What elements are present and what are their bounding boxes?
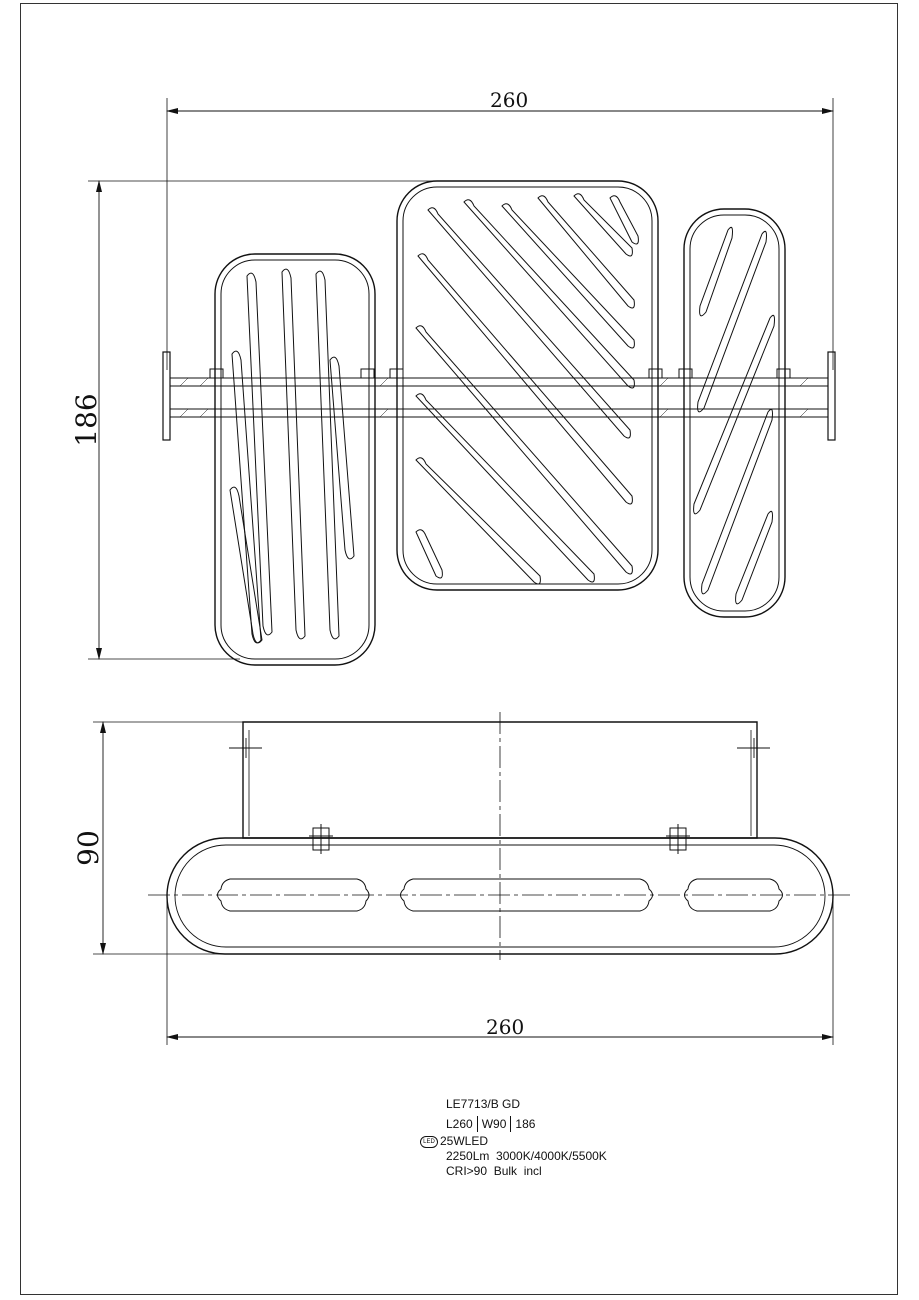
height-label: 186: [70, 393, 103, 446]
separator: [510, 1116, 512, 1132]
separator: [476, 1116, 478, 1132]
mounting-rods: [169, 377, 829, 418]
side-view: [93, 712, 852, 1045]
lumen-line: 2250Lm 3000K/4000K/5500K: [446, 1149, 607, 1164]
power-line: LED 25WLED: [420, 1134, 607, 1149]
cri-line: CRI>90 Bulk incl: [446, 1164, 607, 1179]
spec-block: LE7713/B GD L260 W90 186 LED 25WLED 2250…: [420, 1097, 607, 1179]
screws: [309, 824, 690, 854]
front-view: [88, 98, 836, 666]
depth-label: 90: [72, 830, 105, 866]
light-slots: [217, 878, 783, 912]
wall-plate-left: [162, 351, 171, 441]
panel-clips: [209, 368, 791, 379]
size-line: L260 W90 186: [446, 1116, 607, 1132]
top-width-label: 260: [490, 88, 528, 112]
center-panel: [396, 180, 659, 591]
model-number: LE7713/B GD: [446, 1097, 521, 1111]
model-line: LE7713/B GD: [446, 1097, 607, 1112]
width-value: W90: [481, 1116, 507, 1131]
right-panel: [683, 208, 786, 618]
power-value: 25WLED: [440, 1134, 489, 1148]
length-value: L260: [446, 1116, 473, 1131]
lumen-cct-value: 2250Lm 3000K/4000K/5500K: [446, 1149, 607, 1163]
wall-plate-right: [827, 351, 836, 441]
led-icon: LED: [420, 1135, 438, 1148]
bottom-width-label: 260: [486, 1015, 524, 1039]
cri-bulb-value: CRI>90 Bulk incl: [446, 1164, 542, 1178]
left-panel: [214, 253, 376, 666]
drawing-border: [20, 3, 898, 1295]
height-value: 186: [515, 1116, 536, 1131]
